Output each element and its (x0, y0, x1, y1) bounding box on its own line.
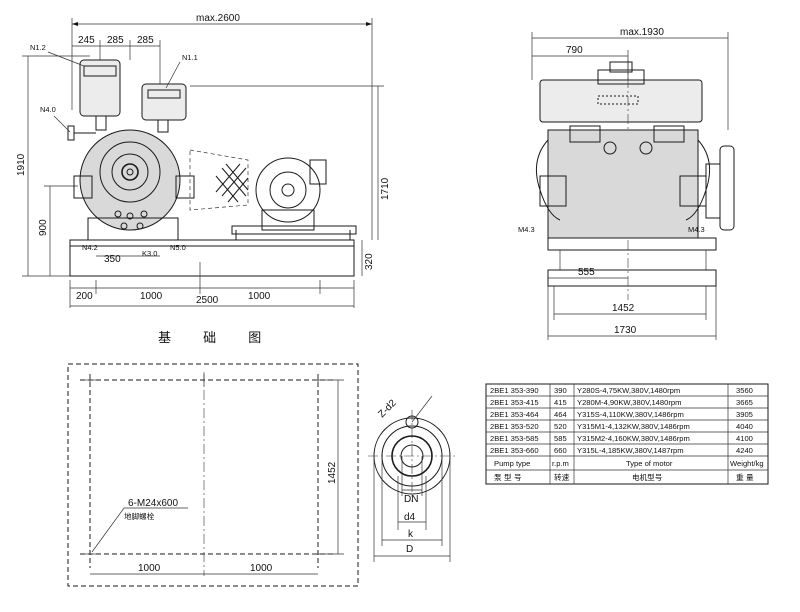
header-motor: Type of motor (626, 459, 673, 468)
dim-2500: 2500 (196, 295, 219, 306)
dim-285a: 285 (107, 35, 124, 46)
header-type-cn: 泵 型 号 (494, 473, 522, 482)
flange-detail: Z-d2 DN d4 k D (368, 395, 456, 562)
row-motor: Y280M-4,90KW,380V,1480rpm (577, 398, 681, 407)
dim-1000a: 1000 (140, 291, 163, 302)
dim-1710: 1710 (380, 177, 391, 200)
row-motor: Y315M1-4,132KW,380V,1486rpm (577, 422, 690, 431)
dim-245: 245 (78, 35, 95, 46)
foundation-title: 基 础 图 (158, 331, 275, 346)
spec-table: 2BE1 353-390 390 Y280S-4,75KW,380V,1480r… (485, 383, 769, 485)
dim-found-1000a: 1000 (138, 563, 161, 574)
port-n50: N5.0 (170, 243, 186, 252)
row-rpm: 415 (554, 398, 567, 407)
row-motor: Y280S-4,75KW,380V,1480rpm (577, 386, 680, 395)
header-rpm-cn: 转速 (554, 472, 570, 482)
row-type: 2BE1 353-660 (490, 446, 539, 455)
row-weight: 3560 (736, 386, 753, 395)
port-m43-right: M4.3 (688, 225, 705, 234)
port-n40: N4.0 (40, 105, 56, 114)
row-rpm: 660 (554, 446, 567, 455)
side-view: max.1930 790 555 1452 1730 M4.3 (518, 27, 735, 340)
port-n11: N1.1 (182, 53, 198, 62)
port-n12: N1.2 (30, 43, 46, 52)
row-type: 2BE1 353-415 (490, 398, 539, 407)
dim-1000b: 1000 (248, 291, 271, 302)
bolt-spec: 6-M24x600 (128, 498, 178, 509)
coupling-hatch (215, 163, 249, 203)
foundation-plan: 1452 6-M24x600 地脚螺栓 1000 1000 (67, 363, 359, 587)
flange-dn: DN (404, 494, 418, 505)
header-type: Pump type (494, 459, 530, 468)
row-type: 2BE1 353-585 (490, 434, 539, 443)
row-type: 2BE1 353-390 (490, 386, 539, 395)
dim-200: 200 (76, 291, 93, 302)
dim-1730: 1730 (614, 325, 637, 336)
port-n42: N4.2 (82, 243, 98, 252)
table-row: 2BE1 353-415 415 Y280M-4,90KW,380V,1480r… (490, 398, 753, 407)
row-rpm: 390 (554, 386, 567, 395)
flange-zd2: Z-d2 (376, 397, 399, 420)
table-row: 2BE1 353-390 390 Y280S-4,75KW,380V,1480r… (490, 386, 753, 395)
header-rpm: r.p.m (552, 459, 569, 468)
row-type: 2BE1 353-464 (490, 410, 539, 419)
dim-555: 555 (578, 267, 595, 278)
row-type: 2BE1 353-520 (490, 422, 539, 431)
table-row: 2BE1 353-520 520 Y315M1-4,132KW,380V,148… (490, 422, 753, 431)
dim-found-1000b: 1000 (250, 563, 273, 574)
flange-k: k (408, 529, 414, 540)
header-weight-cn: 重 量 (736, 473, 754, 482)
front-view: max.2600 245 285 285 1910 900 1710 320 (16, 13, 391, 308)
port-k30: K3.0 (142, 249, 157, 258)
table-row: 2BE1 353-660 660 Y315L-4,185KW,380V,1487… (490, 446, 753, 455)
header-weight: Weight/kg (730, 459, 764, 468)
dim-350: 350 (104, 254, 121, 265)
row-weight: 3665 (736, 398, 753, 407)
row-motor: Y315L-4,185KW,380V,1487rpm (577, 446, 684, 455)
flange-d: D (406, 544, 413, 555)
row-motor: Y315M2-4,160KW,380V,1486rpm (577, 434, 690, 443)
row-weight: 4100 (736, 434, 753, 443)
table-row: 2BE1 353-464 464 Y315S-4,110KW,380V,1486… (490, 410, 753, 419)
table-row: 2BE1 353-585 585 Y315M2-4,160KW,380V,148… (490, 434, 753, 443)
dim-900: 900 (38, 219, 49, 236)
row-weight: 4040 (736, 422, 753, 431)
header-motor-cn: 电机型号 (632, 472, 663, 482)
dim-1910: 1910 (16, 153, 27, 176)
dim-790: 790 (566, 45, 583, 56)
row-rpm: 585 (554, 434, 567, 443)
port-m43-left: M4.3 (518, 225, 535, 234)
dim-320: 320 (364, 253, 375, 270)
flange-d4: d4 (404, 512, 416, 523)
row-weight: 3905 (736, 410, 753, 419)
row-rpm: 464 (554, 410, 567, 419)
dim-max-2600: max.2600 (196, 13, 240, 24)
dim-1452: 1452 (612, 303, 635, 314)
dim-found-1452: 1452 (327, 461, 338, 484)
dim-max-1930: max.1930 (620, 27, 664, 38)
row-rpm: 520 (554, 422, 567, 431)
row-motor: Y315S-4,110KW,380V,1486rpm (577, 410, 684, 419)
bolt-cn: 地脚螺栓 (124, 511, 155, 521)
row-weight: 4240 (736, 446, 753, 455)
dim-285b: 285 (137, 35, 154, 46)
